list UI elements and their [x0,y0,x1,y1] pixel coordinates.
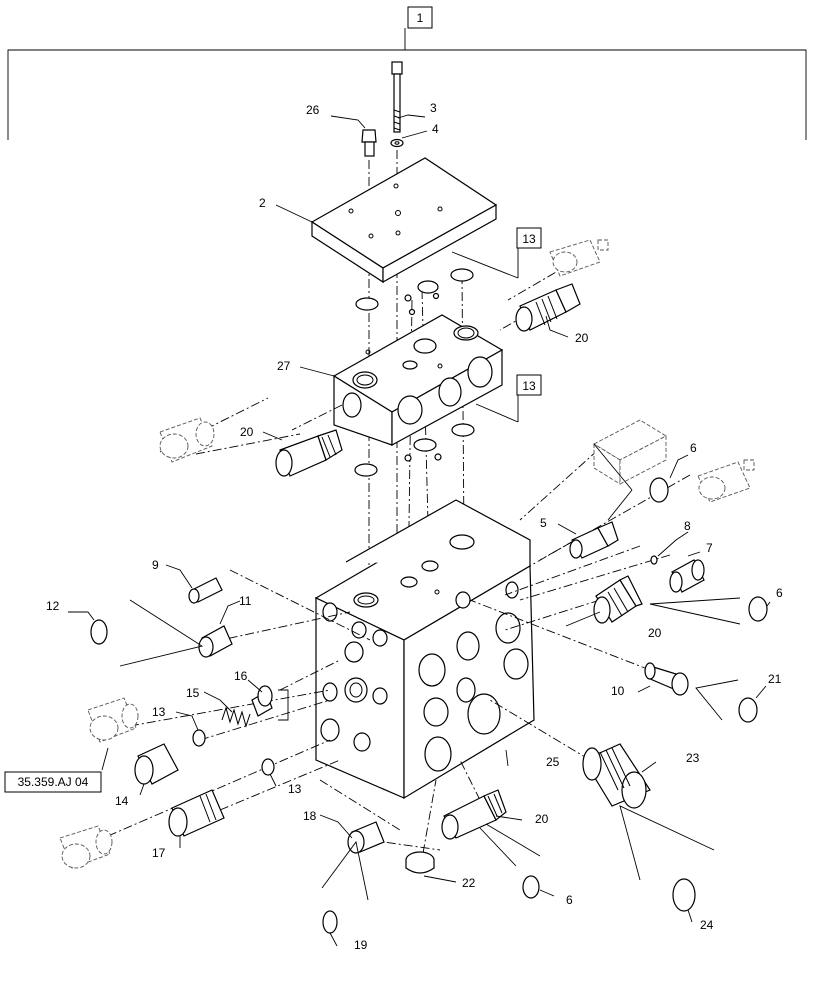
callout-7: 7 [706,541,713,555]
callout-20-bottom: 20 [535,812,549,826]
callout-25: 25 [546,755,560,769]
callout-17: 17 [152,846,166,860]
callout-8: 8 [684,519,691,533]
callout-20-left: 20 [240,425,254,439]
o-ring-13-left [192,729,206,747]
reference-link[interactable]: 35.359.AJ 04 [4,771,102,793]
cartridge-5 [569,521,619,559]
reference-label[interactable]: 35.359.AJ 04 [18,775,89,789]
o-ring-6-bottom [522,875,540,899]
o-ring-21 [738,697,758,723]
plug-22 [405,851,435,874]
callout-6-right: 6 [776,586,783,600]
callout-15: 15 [186,686,200,700]
solenoid-ghost-lower-left-1 [87,697,139,743]
cartridge-23 [582,743,651,809]
cartridge-20-top-right [515,283,581,332]
spring-15 [221,706,251,728]
valve-section-block [332,314,504,447]
solenoid-ghost-right [697,459,755,503]
callout-6-upper: 6 [690,441,697,455]
o-ring-6-upper [649,477,669,503]
solenoid-ghost-left [159,417,215,463]
callout-10: 10 [611,684,625,698]
main-valve-body [314,499,535,800]
plug-14 [134,743,179,785]
bolt [391,61,403,133]
o-ring-24 [672,878,696,912]
callout-13-box-lower: 13 [522,379,536,393]
callout-23: 23 [686,751,700,765]
callout-27: 27 [277,359,291,373]
callout-20-right: 20 [648,626,662,640]
o-ring-13-lower [261,758,275,776]
fitting-9 [188,577,223,604]
callout-19: 19 [354,938,368,952]
callout-11: 11 [239,594,252,608]
plug-7 [669,559,705,593]
spool-16 [251,685,273,717]
cartridge-20-left [275,429,343,477]
washer [390,138,404,148]
solenoid-ghost-box [593,419,667,485]
callout-13-lower: 13 [288,782,302,796]
o-ring-6-right [748,596,768,622]
callout-20-top-right: 20 [575,331,589,345]
o-ring-set-callout-upper: 13 [451,227,542,279]
solenoid-ghost-top-right [549,239,609,277]
o-ring-8 [650,555,658,565]
callout-labels: 26 3 4 2 27 20 20 6 5 8 7 9 6 12 11 20 1… [46,101,783,952]
callout-16: 16 [234,669,248,683]
callout-4: 4 [432,122,439,136]
plug-18 [347,821,385,854]
o-ring-19 [322,910,338,934]
o-ring-12 [90,619,108,645]
callout-3: 3 [430,101,437,115]
callout-13-box-upper: 13 [522,232,536,246]
callout-1: 1 [417,11,424,25]
cartridge-20-bottom [441,789,507,840]
callout-5: 5 [540,516,547,530]
assembly-bracket: 1 [7,6,807,140]
cover-plate [310,157,498,284]
fitting [361,129,377,157]
plug-17 [168,789,225,837]
o-ring-group-upper [355,268,474,316]
fitting-10 [644,662,689,696]
o-ring-group-middle [354,423,475,477]
solenoid-ghost-lower-left-2 [59,825,113,869]
callout-18: 18 [303,809,317,823]
callout-22: 22 [462,876,476,890]
callout-6-bottom: 6 [566,893,573,907]
callout-24: 24 [700,918,714,932]
callout-21: 21 [768,672,782,686]
cartridge-20-right [593,575,643,624]
callout-14: 14 [115,794,129,808]
plug-11 [198,625,233,658]
callout-12: 12 [46,599,60,613]
callout-13-left: 13 [152,705,166,719]
callout-2: 2 [259,196,266,210]
leader-lines [68,114,771,947]
o-ring-set-callout-lower: 13 [475,374,542,423]
callout-9: 9 [152,558,159,572]
callout-26: 26 [306,103,320,117]
